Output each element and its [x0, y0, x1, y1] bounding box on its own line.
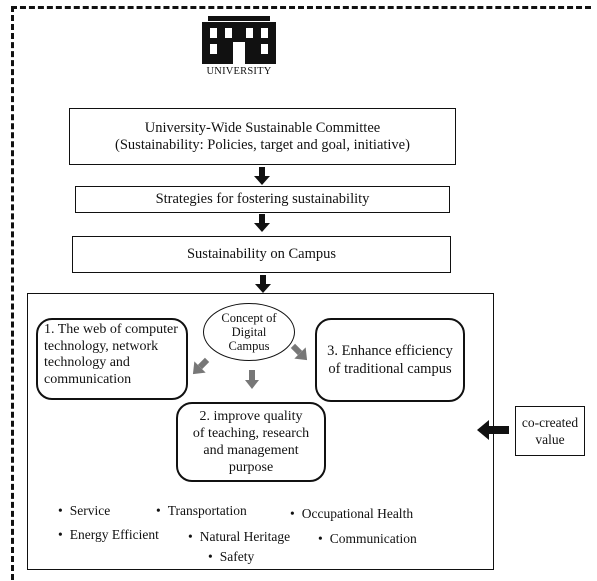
item2-box: 2. improve quality of teaching, research… [176, 402, 326, 482]
item3-line2: of traditional campus [328, 361, 452, 377]
bullet-safety: Safety [208, 549, 255, 565]
item1-line2: technology, network [44, 338, 159, 354]
grey-arrow-down [245, 370, 259, 389]
grey-arrow-right [290, 343, 308, 361]
item1-box: 1. The web of computer technology, netwo… [36, 318, 188, 400]
dashed-frame [11, 6, 591, 580]
item1-line4: communication [44, 371, 132, 387]
bullet-occupational-health: Occupational Health [290, 506, 413, 522]
cocreated-line2: value [535, 432, 565, 447]
cocreated-line1: co-created [521, 415, 579, 430]
committee-subtitle: (Sustainability: Policies, target and go… [115, 136, 410, 153]
committee-box: University-Wide Sustainable Committee (S… [69, 108, 456, 165]
concept-line3: Campus [228, 339, 270, 353]
bullet-energy-efficient: Energy Efficient [58, 527, 159, 543]
strategies-box: Strategies for fostering sustainability [75, 186, 450, 213]
campus-box: Sustainability on Campus [72, 236, 451, 273]
down-arrow-2 [254, 214, 270, 232]
down-arrow-1 [254, 167, 270, 185]
item1-line3: technology and [44, 355, 130, 370]
down-arrow-3 [255, 275, 271, 293]
item2-line1: 2. improve quality [199, 409, 303, 424]
item2-line3: and management [203, 443, 299, 458]
item3-line1: 3. Enhance efficiency [327, 343, 453, 359]
item1-line1: 1. The web of computer [44, 322, 178, 337]
grey-arrow-left [192, 357, 210, 375]
bullet-transportation: Transportation [156, 503, 247, 519]
university-building-icon [202, 16, 276, 64]
item2-line2: of teaching, research [192, 426, 310, 441]
bullet-natural-heritage: Natural Heritage [188, 529, 290, 545]
committee-title: University-Wide Sustainable Committee [144, 119, 381, 136]
left-arrow-cocreated [477, 420, 509, 440]
item3-box: 3. Enhance efficiency of traditional cam… [315, 318, 465, 402]
bullet-service: Service [58, 503, 110, 519]
university-label: UNIVERSITY [206, 66, 272, 77]
concept-line2: Digital [231, 325, 267, 339]
concept-line1: Concept of [221, 311, 277, 325]
concept-ellipse: Concept of Digital Campus [203, 303, 295, 361]
cocreated-box: co-created value [515, 406, 585, 456]
bullet-communication: Communication [318, 531, 417, 547]
item2-line4: purpose [228, 460, 274, 475]
